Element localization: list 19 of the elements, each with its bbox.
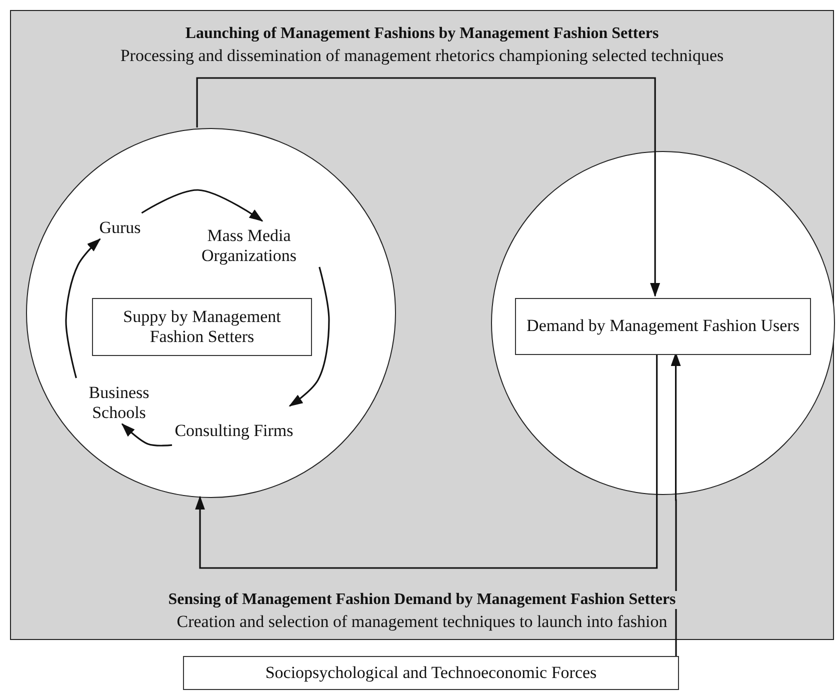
actor-label: Business Schools <box>68 380 170 426</box>
actor-label: Mass Media Organizations <box>172 223 326 269</box>
actor-label: Gurus <box>88 215 152 241</box>
panel-description: Processing and dissemination of management rhetorics championing selected techniques <box>118 46 726 66</box>
panel-heading: Sensing of Management Fashion Demand by Management Fashion Setters <box>166 591 678 609</box>
arrow <box>195 353 658 569</box>
process-box: Sociopsychological and Technoeconomic Forces <box>183 656 679 690</box>
arrow <box>196 77 660 297</box>
arrow <box>288 266 330 407</box>
arrow <box>670 352 681 656</box>
process-box: Demand by Management Fashion Users <box>515 298 811 355</box>
actor-label: Consulting Firms <box>174 408 294 454</box>
panel-description: Creation and selection of management techniques to launch into fashion <box>174 612 670 632</box>
process-box: Suppy by Management Fashion Setters <box>92 298 312 356</box>
panel-heading: Launching of Management Fashions by Management Fashion Setters <box>183 25 661 43</box>
shaded-panel <box>10 10 834 640</box>
arrow <box>65 238 101 378</box>
arrow <box>141 189 264 222</box>
arrow <box>121 423 172 446</box>
